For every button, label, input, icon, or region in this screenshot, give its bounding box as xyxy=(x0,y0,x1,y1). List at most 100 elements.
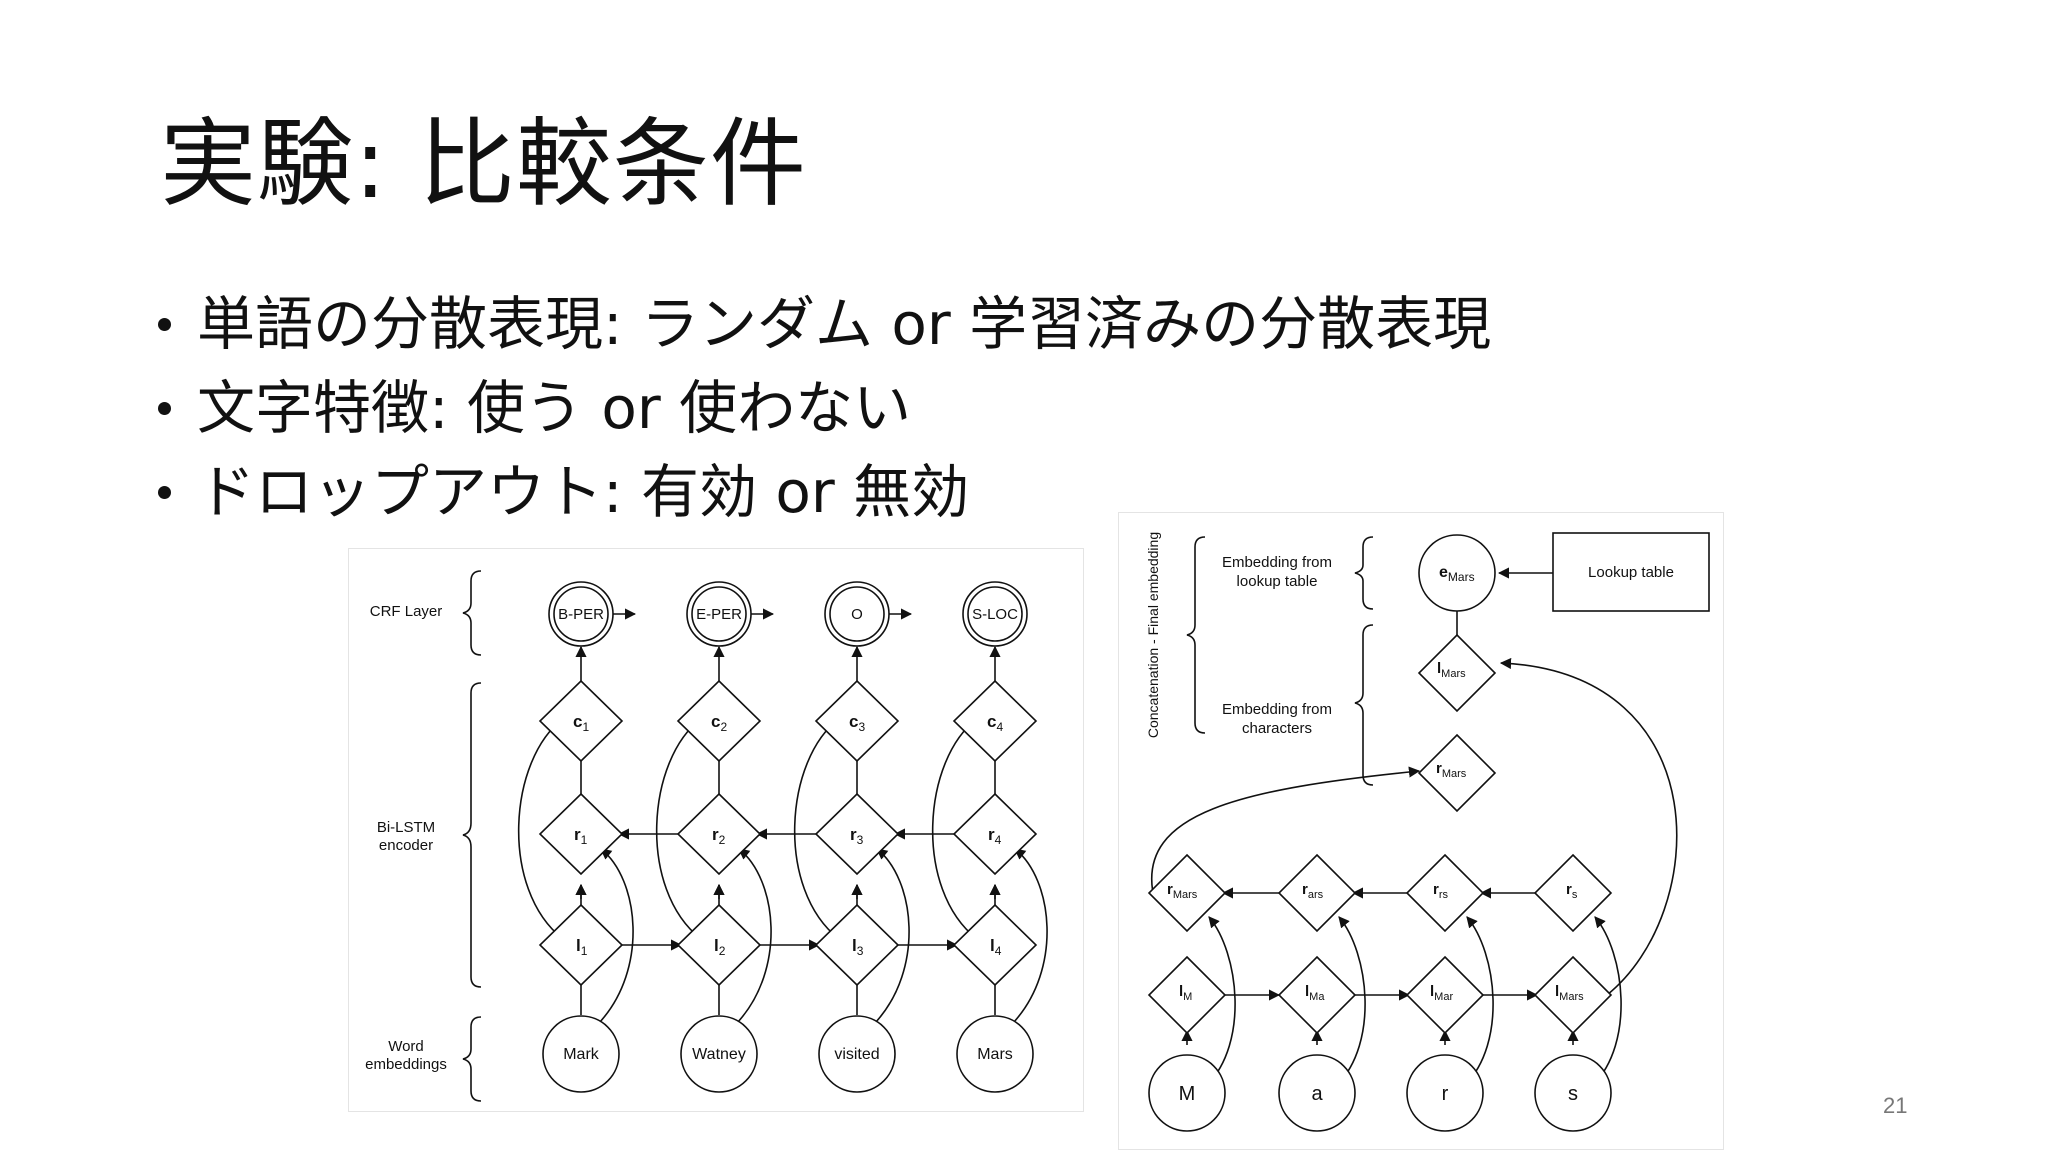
lookup-label-line1: Embedding from xyxy=(1222,554,1332,571)
diamond-labels: c1 c2 c3 c4 r1 r2 r3 r4 l1 l2 l3 l4 xyxy=(573,712,1003,958)
char-to-r-curve xyxy=(1336,916,1366,1086)
word-label: visited xyxy=(834,1046,879,1063)
r-node xyxy=(952,792,1038,876)
r-label: r3 xyxy=(850,825,864,847)
r-row-node xyxy=(1277,853,1357,933)
l-node xyxy=(676,903,762,987)
brace-group xyxy=(462,570,482,1102)
word-node xyxy=(818,1015,896,1093)
r-node xyxy=(538,792,624,876)
word-node xyxy=(680,1015,758,1093)
bullet-item: ドロップアウト: 有効 or 無効 xyxy=(158,450,1491,534)
page-number: 21 xyxy=(1883,1093,1908,1118)
char-to-r-curve xyxy=(1206,916,1236,1086)
bilstm-label-line1: Bi-LSTM xyxy=(377,819,435,836)
r-row-label: rs xyxy=(1566,881,1578,901)
r-label: r1 xyxy=(574,825,588,847)
r-row-node xyxy=(1147,853,1227,933)
edge-group xyxy=(1150,567,1678,1086)
word-node xyxy=(542,1015,620,1093)
r-label: r4 xyxy=(988,825,1002,847)
crf-node-group xyxy=(548,581,1028,647)
lookup-label-line2: lookup table xyxy=(1237,573,1318,590)
diamond-group xyxy=(538,679,1038,987)
char-node xyxy=(1534,1054,1612,1132)
l-top-label: lMars xyxy=(1437,660,1466,680)
l-node xyxy=(952,903,1038,987)
l-node xyxy=(814,903,900,987)
slide-title: 実験: 比較条件 xyxy=(160,108,807,220)
char-label: s xyxy=(1568,1083,1578,1105)
rmars-to-rtop-curve xyxy=(1150,766,1421,894)
bullet-dot xyxy=(158,317,171,331)
c-label: c3 xyxy=(849,712,865,734)
bullet-list: 単語の分散表現: ランダム or 学習済みの分散表現 文字特徴: 使う or 使… xyxy=(158,282,1491,534)
c-label: c2 xyxy=(711,712,727,734)
r-label: r2 xyxy=(712,825,726,847)
l-to-c-curve xyxy=(793,718,840,940)
l-row-label: lM xyxy=(1179,983,1192,1003)
word-to-r-curve xyxy=(874,848,910,1024)
word-node xyxy=(956,1015,1034,1093)
bullet-text-char-features: 文字特徴: 使う or 使わない xyxy=(197,374,912,442)
char-label-line2: characters xyxy=(1242,720,1312,737)
word-node-group xyxy=(542,1015,1034,1093)
bilstm-crf-svg: CRF Layer Bi-LSTM encoder Word embedding… xyxy=(365,570,1048,1102)
char-node xyxy=(1278,1054,1356,1132)
char-node-group xyxy=(1148,1054,1612,1132)
l-label: l2 xyxy=(714,936,726,958)
l-row-label: lMars xyxy=(1555,983,1584,1003)
concat-vertical-label: Concatenation - Final embedding xyxy=(1145,532,1161,738)
bilstm-crf-diagram: CRF Layer Bi-LSTM encoder Word embedding… xyxy=(348,548,1084,1112)
c-node xyxy=(538,679,624,763)
tag-label: S-LOC xyxy=(972,606,1018,623)
char-label: M xyxy=(1179,1083,1196,1105)
tag-node-inner xyxy=(967,586,1023,642)
r-row-label: rrs xyxy=(1433,881,1449,901)
bilstm-brace xyxy=(462,682,482,988)
diamond-group xyxy=(1147,633,1613,1035)
r-row-label: rars xyxy=(1302,881,1324,901)
word-to-r-curve xyxy=(736,848,772,1024)
brace-group xyxy=(1186,536,1374,786)
word-emb-label-line1: Word xyxy=(388,1038,424,1055)
lookup-table-box xyxy=(1552,532,1710,612)
l-to-c-curve xyxy=(931,718,978,940)
tag-label: O xyxy=(851,606,863,623)
word-label: Mars xyxy=(977,1046,1013,1063)
char-node xyxy=(1406,1054,1484,1132)
concat-brace xyxy=(1186,536,1206,734)
e-node xyxy=(1418,534,1496,612)
l-to-c-curve xyxy=(517,718,564,940)
bullet-item: 文字特徴: 使う or 使わない xyxy=(158,366,1491,450)
l-row-label: lMa xyxy=(1305,983,1325,1003)
word-to-r-curve xyxy=(1012,848,1048,1024)
c-node xyxy=(952,679,1038,763)
l-label: l3 xyxy=(852,936,864,958)
char-label-line1: Embedding from xyxy=(1222,701,1332,718)
bullet-dot xyxy=(158,401,171,415)
char-embedding-svg: Concatenation - Final embedding Embeddin… xyxy=(1145,532,1710,1132)
r-row-node xyxy=(1533,853,1613,933)
char-label: a xyxy=(1311,1083,1323,1105)
char-brace xyxy=(1354,624,1374,786)
lmars-to-ltop-curve xyxy=(1499,657,1678,996)
l-to-c-curve xyxy=(655,718,702,940)
char-to-r-curve xyxy=(1464,916,1494,1086)
l-row-label: lMar xyxy=(1430,983,1453,1003)
word-label: Mark xyxy=(563,1046,600,1063)
l-label: l1 xyxy=(576,936,588,958)
r-node xyxy=(676,792,762,876)
bullet-dot xyxy=(158,485,171,499)
bullet-text-word-embedding: 単語の分散表現: ランダム or 学習済みの分散表現 xyxy=(197,290,1492,358)
c-label: c1 xyxy=(573,712,589,734)
r-top-node xyxy=(1417,733,1497,813)
r-node xyxy=(814,792,900,876)
word-label: Watney xyxy=(692,1046,746,1063)
bullet-text-dropout: ドロップアウト: 有効 or 無効 xyxy=(197,458,970,526)
c-node xyxy=(814,679,900,763)
lookup-table-label: Lookup table xyxy=(1588,564,1674,581)
lookup-brace xyxy=(1354,536,1374,610)
c-node xyxy=(676,679,762,763)
tag-label: E-PER xyxy=(696,606,742,623)
